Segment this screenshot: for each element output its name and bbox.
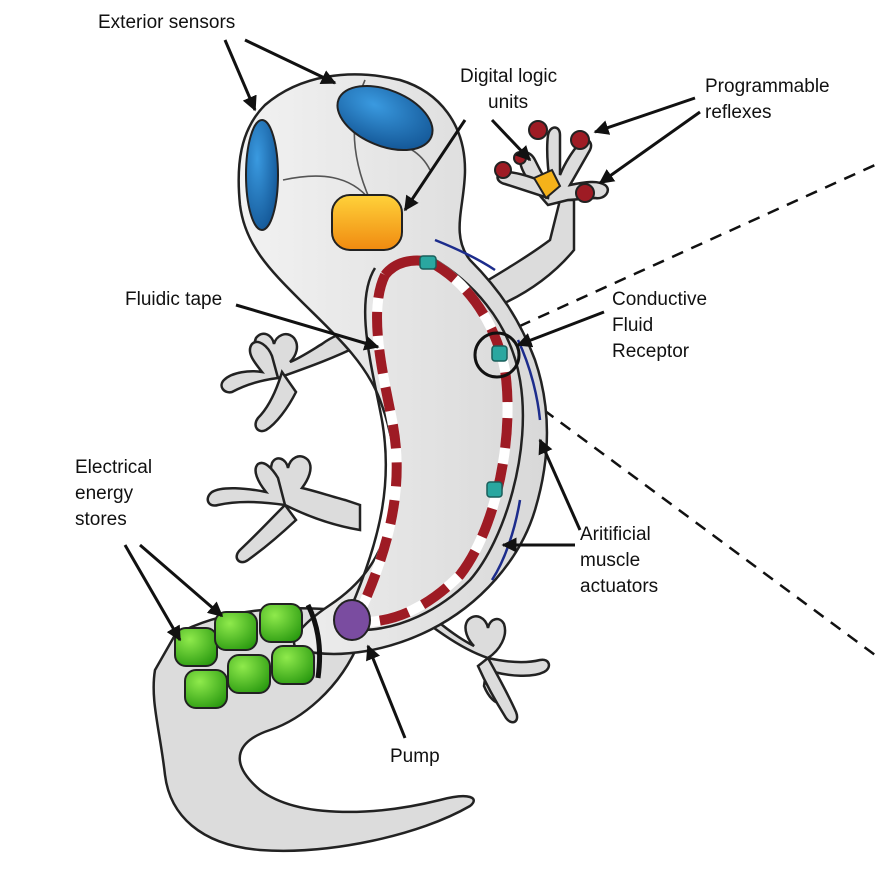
receptor-icon <box>419 255 437 270</box>
label-conductive-3: Receptor <box>612 341 690 362</box>
energy-cell-icon <box>174 627 218 667</box>
left-hind-leg <box>206 455 362 564</box>
label-conductive-2: Fluid <box>612 315 653 336</box>
label-pump: Pump <box>390 746 440 767</box>
zoom-lines <box>499 163 875 657</box>
label-programmable-2: reflexes <box>705 102 772 123</box>
right-hind-leg <box>427 615 551 724</box>
energy-cell-icon <box>184 669 228 709</box>
label-muscle-3: actuators <box>580 576 658 597</box>
ellipse-sensor-icon <box>245 119 279 231</box>
callout-arrows <box>123 38 701 739</box>
label-programmable-1: Programmable <box>705 76 830 97</box>
label-electrical-2: energy <box>75 483 134 504</box>
fluidic-channel-outline-2 <box>359 256 525 632</box>
left-front-leg <box>220 328 362 433</box>
logic-unit-icon <box>331 194 403 251</box>
receptors <box>419 255 508 498</box>
label-conductive-1: Conductive <box>612 289 707 310</box>
label-muscle-1: Aritificial <box>580 524 651 545</box>
energy-cell-icon <box>227 654 271 694</box>
energy-stores <box>174 603 323 709</box>
reflex-node <box>494 161 512 179</box>
reflex-logic-icon <box>532 168 562 200</box>
label-fluidic-tape: Fluidic tape <box>125 289 222 310</box>
receptor-highlight-circle <box>473 331 521 379</box>
energy-cell-icon <box>271 645 315 685</box>
label-digital-logic-2: units <box>488 92 528 113</box>
label-exterior-sensors: Exterior sensors <box>98 12 235 33</box>
fluidic-channel-outline <box>348 267 388 611</box>
energy-cell-icon <box>259 603 303 643</box>
receptor-icon <box>491 345 508 362</box>
reflex-node <box>570 130 590 150</box>
reflex-node <box>575 183 595 203</box>
fluidic-tape-red-2 <box>367 257 513 627</box>
gecko-body <box>237 73 549 656</box>
labels: Exterior sensors Digital logic units Pro… <box>75 12 830 767</box>
reflex-node <box>528 120 548 140</box>
label-digital-logic-1: Digital logic <box>460 66 557 87</box>
label-electrical-1: Electrical <box>75 457 152 478</box>
battery-separator <box>305 603 323 679</box>
label-muscle-2: muscle <box>580 550 640 571</box>
ellipse-sensor-icon <box>336 84 434 152</box>
programmable-reflex-foot <box>494 120 610 207</box>
receptor-icon <box>486 481 503 498</box>
label-electrical-3: stores <box>75 509 127 530</box>
energy-cell-icon <box>214 611 258 651</box>
pump-icon <box>333 599 371 641</box>
fluidic-tape-red <box>355 272 402 615</box>
